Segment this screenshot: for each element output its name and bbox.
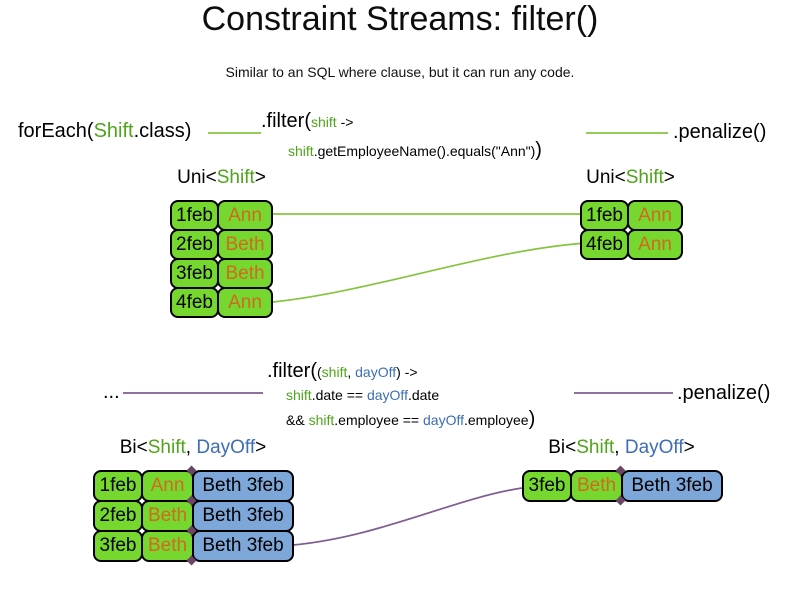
filter1-signature: .filter(shift -> [261,110,353,133]
bi-left-label-shift: Shift [147,437,186,458]
filter2-body-line2: && shift.employee == dayOff.employee) [286,408,535,431]
shift-name-cell: Beth [141,530,194,562]
filter2-line3-rest: .employee [464,412,529,428]
uni-right-label-type: Shift [625,167,664,188]
foreach-pre: forEach( [18,120,94,142]
bi-right-label: Bi<Shift, DayOff> [522,437,721,459]
filter2-line2-rest: .date [407,387,440,403]
bi-left-label-comma: , [185,437,197,458]
shift-date-cell: 3feb [522,470,572,502]
uni-left-label-pre: Uni< [177,167,217,188]
shift-date-cell: 2feb [93,500,143,532]
shift-date-cell: 3feb [93,530,143,562]
filter2-param-shift: shift [321,364,348,380]
shift-date-cell: 4feb [170,287,219,318]
bi-left-label-dayoff: DayOff [196,437,256,458]
foreach-class: Shift [93,120,134,142]
bi-3feb-connector-line [292,487,523,546]
filter2-line3-dayoff: dayOff [423,412,464,428]
bi-right-label-pre: Bi< [548,437,577,458]
filter2-comma: , [347,364,356,380]
shift-name-cell: Beth [570,470,623,502]
shift-name-cell: Ann [217,287,273,318]
filter2-arrow: ) -> [396,364,418,380]
uni-right-label-pre: Uni< [586,167,626,188]
page-subtitle: Similar to an SQL where clause, but it c… [225,64,575,80]
filter2-line3-op: .employee == [334,412,423,428]
shift-name-cell: Ann [627,229,683,260]
shift-name-cell: Beth [141,500,194,532]
bi-left-label: Bi<Shift, DayOff> [93,437,293,459]
bi-left-label-pre: Bi< [119,437,148,458]
dayoff-cell: Beth 3feb [192,530,294,562]
uni-left-label-type: Shift [216,167,255,188]
uni-left-label-post: > [254,167,266,188]
filter2-line3-and: && [286,412,309,428]
shift-date-cell: 1feb [170,200,219,231]
bi-right-label-shift: Shift [576,437,615,458]
filter2-param-dayoff: dayOff [355,364,397,380]
uni-right-label: Uni<Shift> [580,167,681,189]
filter1-arrow: -> [336,114,354,130]
shift-date-cell: 3feb [170,258,219,289]
filter1-method: .filter( [261,110,311,132]
shift-name-cell: Beth [217,229,273,260]
shift-name-cell: Beth [217,258,273,289]
foreach-expression: forEach(Shift.class) [18,120,191,143]
penalize2-label: .penalize() [677,382,771,404]
bi-right-label-comma: , [614,437,625,458]
bi-right-label-dayoff: DayOff [624,437,684,458]
uni-4feb-connector-line [272,242,581,303]
dayoff-cell: Beth 3feb [192,470,294,502]
filter1-close-paren: ) [535,139,542,161]
filter2-line2-shift: shift [286,387,312,403]
uni-left-label: Uni<Shift> [170,167,273,189]
shift-name-cell: Ann [217,200,273,231]
shift-name-cell: Ann [627,200,683,231]
shift-date-cell: 1feb [580,200,629,231]
filter2-open-paren: ( [317,364,322,380]
filter2-line3-shift: shift [308,412,335,428]
shift-date-cell: 4feb [580,229,629,260]
filter1-body: shift.getEmployeeName().equals("Ann")) [288,139,542,162]
filter2-signature: .filter((shift, dayOff) -> [267,360,418,383]
source-dots: ... [103,381,120,403]
filter2-line2-op: .date == [311,387,367,403]
shift-date-cell: 2feb [170,229,219,260]
filter1-body-rest: .getEmployeeName().equals("Ann") [313,143,536,159]
uni-right-label-post: > [663,167,675,188]
filter2-body-line1: shift.date == dayOff.date [286,387,439,403]
bi-left-label-post: > [255,437,267,458]
shift-date-cell: 1feb [93,470,143,502]
filter2-close-paren: ) [528,408,536,430]
filter1-param: shift [311,114,337,130]
filter1-body-param: shift [288,143,314,159]
dayoff-cell: Beth 3feb [192,500,294,532]
dayoff-cell: Beth 3feb [621,470,723,502]
shift-name-cell: Ann [141,470,194,502]
page-title: Constraint Streams: filter() [201,0,599,38]
bi-right-label-post: > [683,437,695,458]
filter2-line2-dayoff: dayOff [366,387,408,403]
foreach-post: .class) [133,120,192,142]
penalize1-label: .penalize() [673,121,767,143]
filter2-method: .filter( [267,360,317,382]
